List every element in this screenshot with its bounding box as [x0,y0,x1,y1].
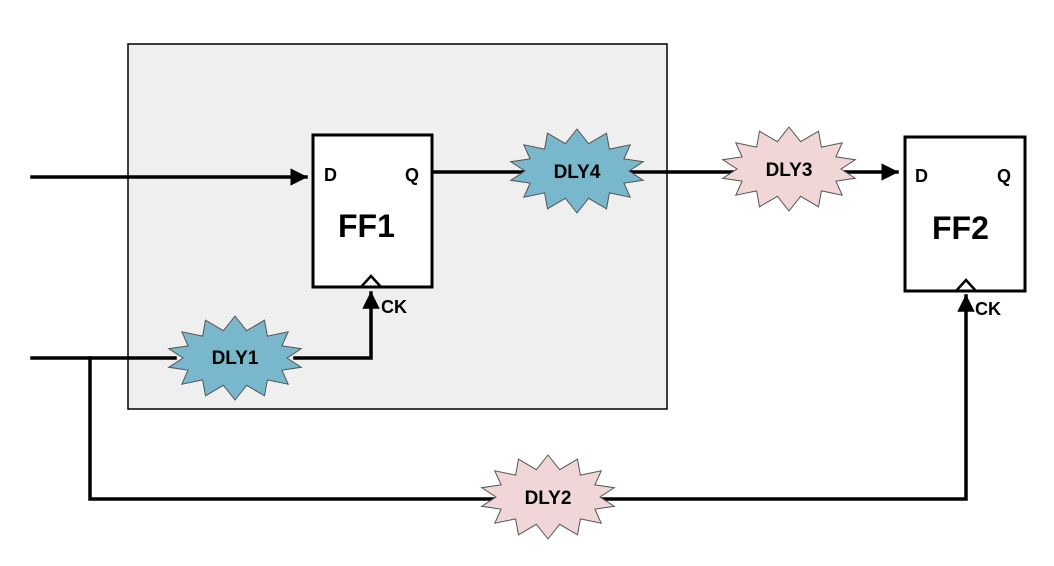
dly3-label: DLY3 [766,160,813,181]
dly4-label: DLY4 [554,162,601,183]
ff1-title: FF1 [338,208,395,244]
dly4-shape [509,128,645,214]
dly4-element: DLY4 [509,128,645,214]
ff2-ck-pin: CK [975,299,1001,319]
ff1-box [311,133,434,289]
dly1-label: DLY1 [212,348,259,369]
dly1-element: DLY1 [167,315,303,401]
ff1-ck-pin: CK [381,297,407,317]
ff1-flipflop: D Q FF1 CK [311,133,434,317]
dly1-shape [167,315,303,401]
ff2-d-pin: D [915,166,928,186]
dly2-shape [480,454,616,540]
ff2-clock-triangle [955,278,977,292]
dly2-label: DLY2 [525,488,572,509]
dly2-element: DLY2 [480,454,616,540]
dly3-element: DLY3 [721,126,857,212]
dly3-shape [721,126,857,212]
ff2-box [903,135,1027,293]
ff1-d-pin: D [324,165,337,185]
ff1-clock-triangle [360,274,382,288]
wire-dly1-to-ff1-ck [293,291,380,360]
ff1-q-pin: Q [405,165,419,185]
ff2-q-pin: Q [997,166,1011,186]
ff2-title: FF2 [932,210,989,246]
ff2-flipflop: D Q FF2 CK [903,135,1027,319]
